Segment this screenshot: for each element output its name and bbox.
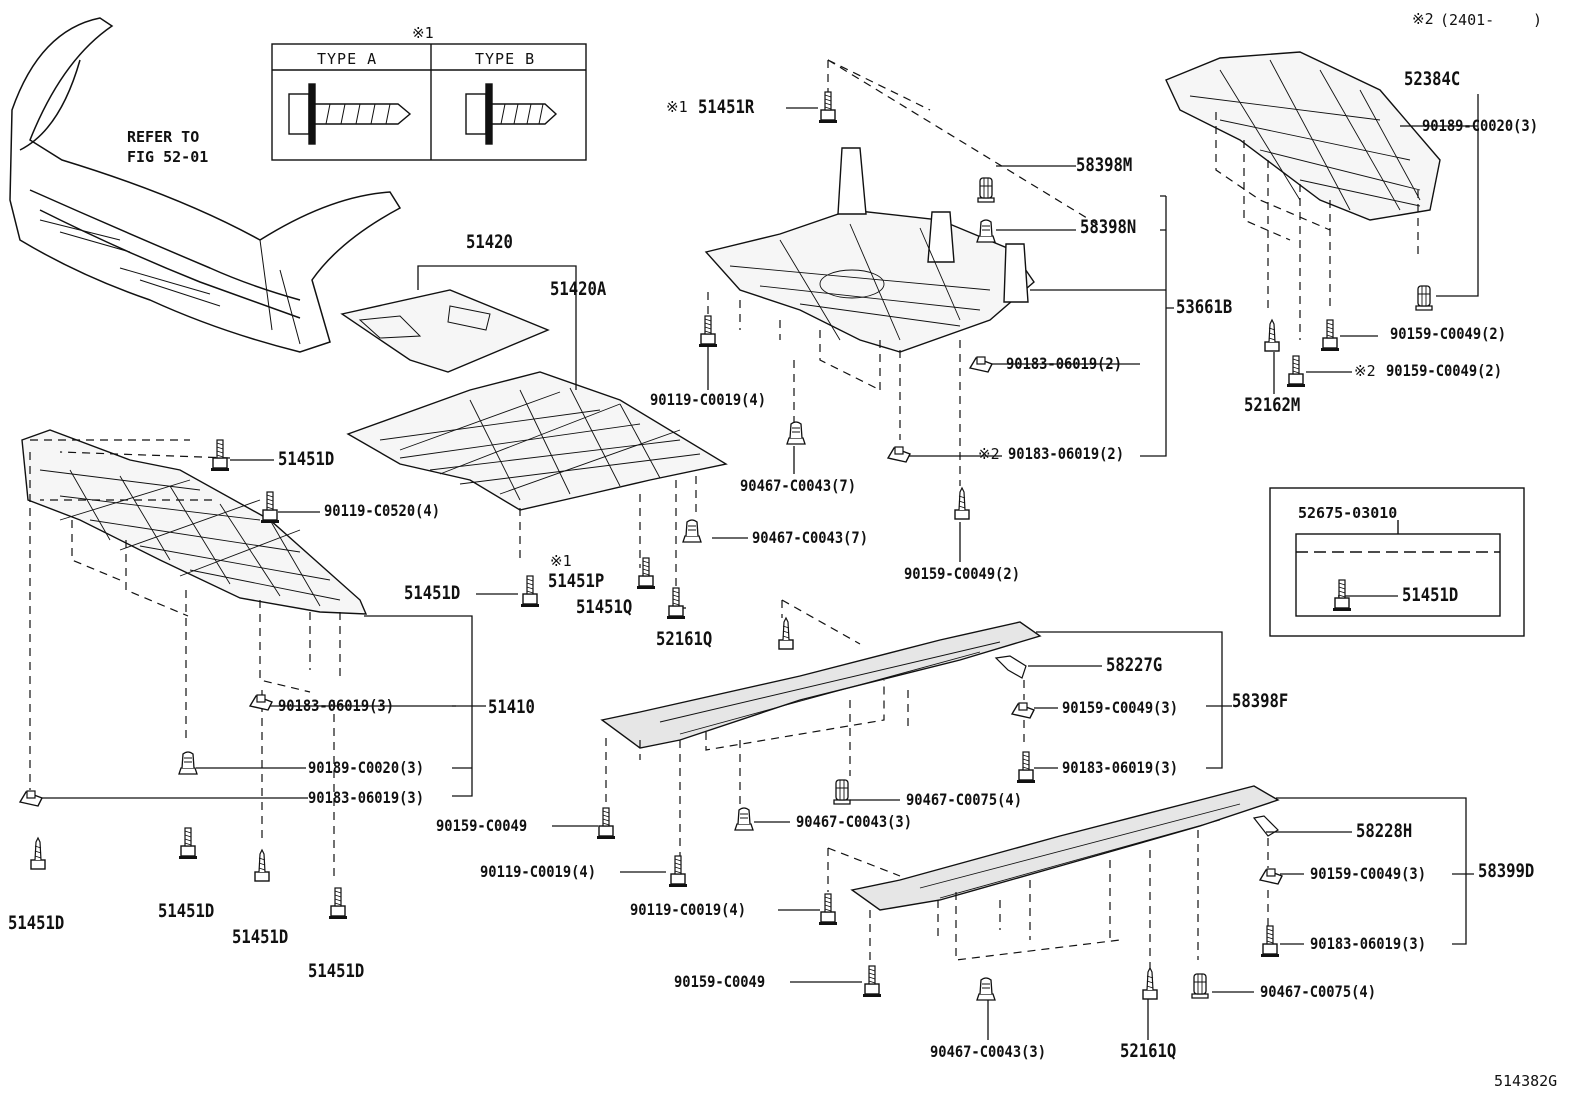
- part-90467-C0043-3-a: 90467-C0043(3): [796, 812, 912, 831]
- part-90159-C0049-2-a: 90159-C0049(2): [1390, 324, 1506, 343]
- part-90467-C0075-b: 90467-C0075(4): [1260, 982, 1376, 1001]
- part-58398F: 58398F: [1232, 690, 1289, 712]
- part-90119-C0019-b: 90119-C0019(4): [480, 862, 596, 881]
- part-51451D-a: 51451D: [278, 448, 335, 470]
- part-51451D-c: 51451D: [8, 912, 65, 934]
- type-a-header: TYPE A: [317, 50, 378, 68]
- part-90189-C0020-a: 90189-C0020(3): [1422, 116, 1538, 135]
- part-51451D-b: 51451D: [404, 582, 461, 604]
- refer-fig-label: FIG 52-01: [127, 148, 209, 166]
- part-90467-C0043-7-a: 90467-C0043(7): [740, 476, 856, 495]
- inset-header: 52675-03010: [1298, 504, 1398, 522]
- mark-51451P: ※1: [550, 552, 572, 570]
- part-90119-C0019-c: 90119-C0019(4): [630, 900, 746, 919]
- part-51451Q: 51451Q: [576, 596, 633, 618]
- part-52161Q-a: 52161Q: [656, 628, 713, 650]
- type-b-header: TYPE B: [475, 50, 536, 68]
- mark-90159-C0049-2-b: ※2: [1354, 362, 1376, 380]
- part-90119-C0019-a: 90119-C0019(4): [650, 390, 766, 409]
- fastener-types-mark: ※1: [412, 24, 434, 42]
- part-52161Q-b: 52161Q: [1120, 1040, 1177, 1062]
- part-90159-C0049-a: 90159-C0049: [436, 816, 528, 835]
- diagram-id: 514382G: [1494, 1072, 1558, 1090]
- part-90183-06019-3-b: 90183-06019(3): [308, 788, 424, 807]
- part-90183-06019-3-c: 90183-06019(3): [1062, 758, 1178, 777]
- part-90183-06019-2-a: 90183-06019(2): [1006, 354, 1122, 373]
- part-58228H: 58228H: [1356, 820, 1413, 842]
- part-58227G: 58227G: [1106, 654, 1163, 676]
- part-51451P: 51451P: [548, 570, 605, 592]
- part-51451D-d: 51451D: [158, 900, 215, 922]
- mark-51451R: ※1: [666, 98, 688, 116]
- part-53661B: 53661B: [1176, 296, 1233, 318]
- part-90467-C0075-a: 90467-C0075(4): [906, 790, 1022, 809]
- part-90159-C0049-2-c: 90159-C0049(2): [904, 564, 1020, 583]
- part-90159-C0049-3-a: 90159-C0049(3): [1062, 698, 1178, 717]
- variant-note-mark: ※2: [1412, 10, 1434, 28]
- part-51420: 51420: [466, 231, 513, 253]
- part-90189-C0020-b: 90189-C0020(3): [308, 758, 424, 777]
- part-51451R: 51451R: [698, 96, 755, 118]
- part-58398N: 58398N: [1080, 216, 1137, 238]
- part-90119-C0520: 90119-C0520(4): [324, 501, 440, 520]
- part-90467-C0043-7-b: 90467-C0043(7): [752, 528, 868, 547]
- part-90467-C0043-3-b: 90467-C0043(3): [930, 1042, 1046, 1061]
- inset-part: 51451D: [1402, 584, 1459, 606]
- refer-to-label: REFER TO: [127, 128, 200, 146]
- part-90159-C0049-3-b: 90159-C0049(3): [1310, 864, 1426, 883]
- part-58398M: 58398M: [1076, 154, 1133, 176]
- part-90159-C0049-2-b: 90159-C0049(2): [1386, 361, 1502, 380]
- mark-90183-06019-2-b: ※2: [978, 445, 1000, 463]
- part-90183-06019-3-d: 90183-06019(3): [1310, 934, 1426, 953]
- part-52384C: 52384C: [1404, 68, 1461, 90]
- variant-note-close: ): [1533, 11, 1543, 29]
- variant-note-range: (2401-: [1440, 11, 1495, 29]
- part-90183-06019-3-a: 90183-06019(3): [278, 696, 394, 715]
- part-51451D-e: 51451D: [232, 926, 289, 948]
- part-90159-C0049-b: 90159-C0049: [674, 972, 766, 991]
- part-51451D-f: 51451D: [308, 960, 365, 982]
- part-90183-06019-2-b: 90183-06019(2): [1008, 444, 1124, 463]
- part-51420A: 51420A: [550, 278, 607, 300]
- part-52162M: 52162M: [1244, 394, 1301, 416]
- part-58399D: 58399D: [1478, 860, 1535, 882]
- part-51410: 51410: [488, 696, 535, 718]
